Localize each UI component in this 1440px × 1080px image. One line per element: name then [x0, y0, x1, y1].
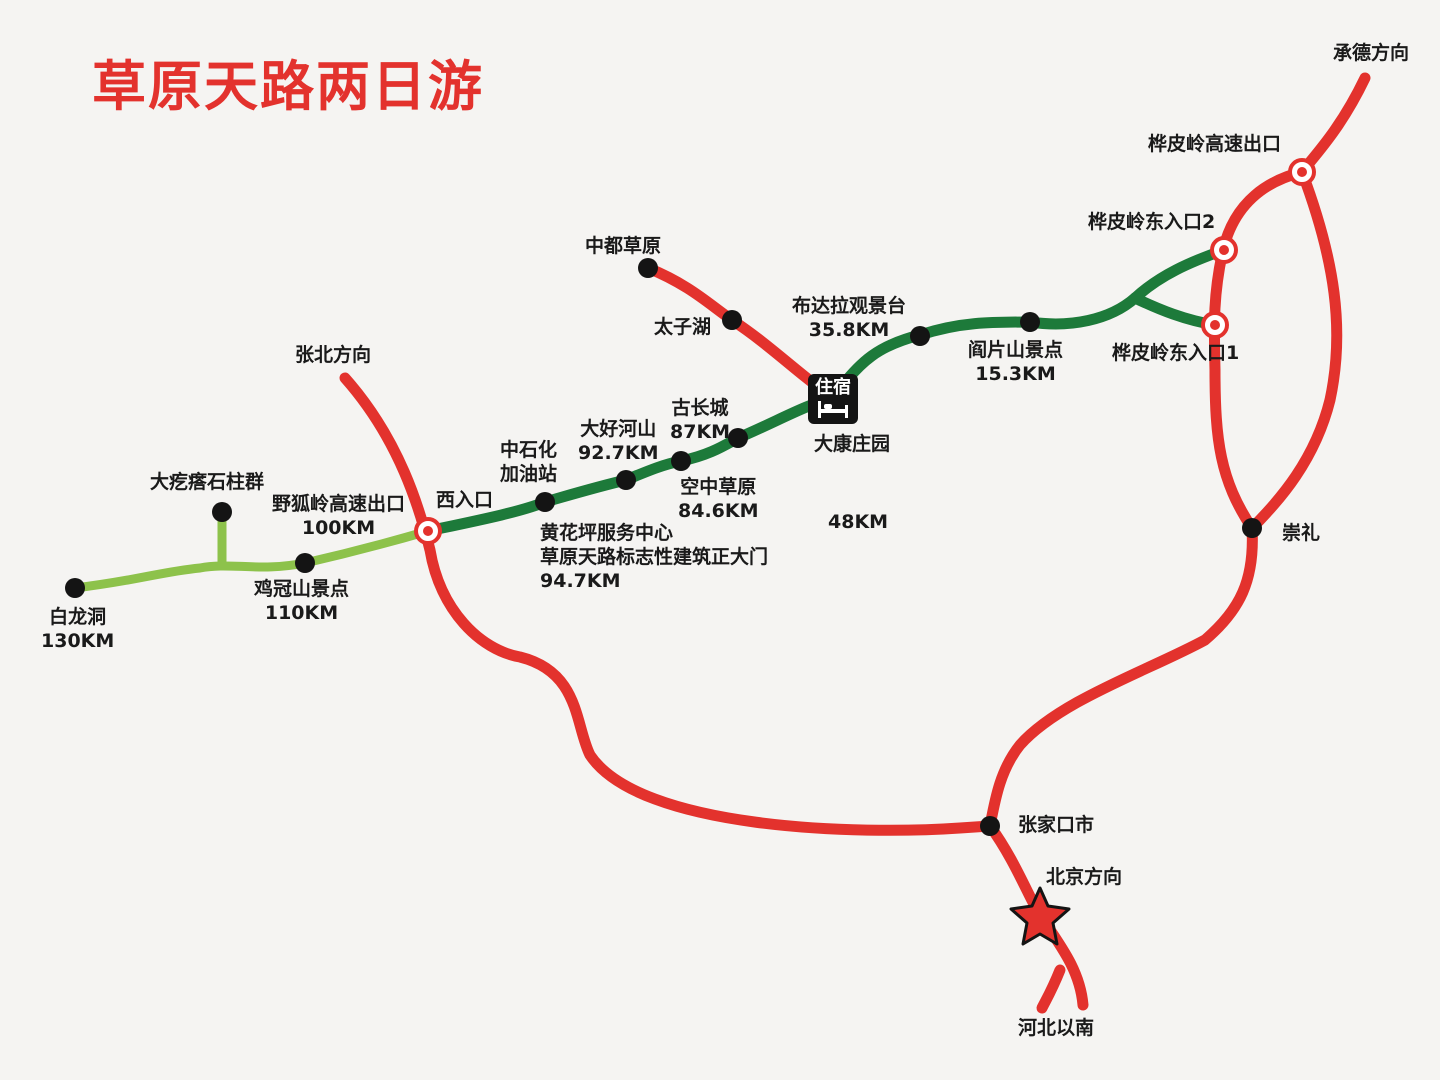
label-taizihu: 太子湖	[654, 316, 712, 338]
road-zhangbei-zhangjiakou	[339, 372, 996, 836]
stop-budala	[910, 326, 930, 346]
label-hebei: 河北以南	[1018, 1017, 1095, 1039]
label-huapiling-exit: 桦皮岭高速出口	[1148, 133, 1282, 155]
label-dakang: 大康庄园	[814, 433, 891, 455]
map-title: 草原天路两日游	[92, 55, 484, 118]
stop-zhangjiakou	[980, 816, 1000, 836]
label-dageda: 大疙瘩石柱群	[150, 471, 265, 493]
label-48km: 48KM	[828, 511, 889, 533]
label-chongli: 崇礼	[1282, 522, 1321, 544]
label-sinopec: 中石化加油站	[500, 439, 558, 485]
road-south-branch	[1036, 964, 1066, 1014]
stop-jiguanshan	[295, 553, 315, 573]
lodge-label: 住宿	[815, 376, 851, 398]
interchange-huapiling-east1	[1201, 311, 1229, 339]
interchange-huapiling-exit	[1288, 158, 1316, 186]
label-chengde: 承德方向	[1333, 42, 1410, 64]
stop-taizihu	[722, 310, 742, 330]
interchange-west-entrance	[414, 517, 442, 545]
stop-kongzhong	[671, 451, 691, 471]
label-huapiling-east1: 桦皮岭东入口1	[1112, 342, 1240, 364]
road-west-bailongdong	[70, 526, 433, 593]
stop-dahaoheshan	[616, 470, 636, 490]
road-chengde-chongli	[1246, 72, 1371, 534]
star-icon	[1009, 886, 1071, 946]
stop-sinopec	[535, 492, 555, 512]
stop-dageda	[212, 502, 232, 522]
label-zhangbei: 张北方向	[295, 344, 372, 366]
lodge-marker: 住宿	[808, 374, 858, 424]
label-xirukou: 西入口	[436, 489, 494, 511]
label-zhangjiakou: 张家口市	[1018, 814, 1095, 836]
road-chongli-zhangjiakou	[984, 522, 1258, 832]
stop-bailongdong	[65, 578, 85, 598]
label-zhongdu: 中都草原	[585, 235, 662, 257]
road-west-entrance-lodge	[422, 392, 839, 537]
interchange-huapiling-east2	[1210, 236, 1238, 264]
bed-icon	[818, 401, 848, 418]
label-beijing: 北京方向	[1046, 866, 1123, 888]
stop-gucheng	[728, 428, 748, 448]
stop-zhongdu	[638, 258, 658, 278]
stop-chongli	[1242, 518, 1262, 538]
road-fork-east2	[1129, 244, 1230, 304]
label-huapiling-east2: 桦皮岭东入口2	[1088, 211, 1216, 233]
stop-yanpianshan	[1020, 312, 1040, 332]
road-lodge-yanpianshan	[827, 292, 1141, 404]
